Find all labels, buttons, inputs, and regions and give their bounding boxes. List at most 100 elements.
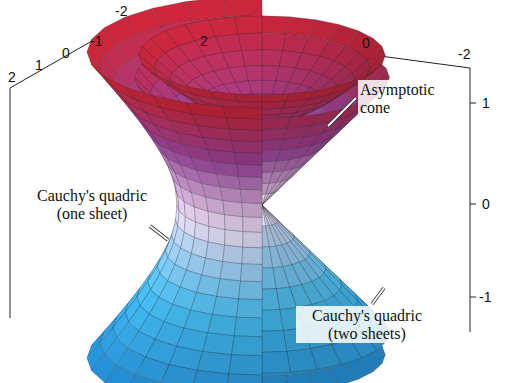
mesh-patch <box>125 375 161 383</box>
mesh-patch <box>192 370 229 383</box>
mesh-patch <box>212 296 238 317</box>
mesh-patch <box>241 264 262 282</box>
mesh-patch <box>262 183 269 194</box>
leader-line <box>372 288 384 304</box>
mesh-patch <box>208 314 237 335</box>
mesh-patch <box>223 200 243 216</box>
leader-line <box>150 226 168 240</box>
mesh-patch <box>225 215 244 232</box>
tick-label: -1 <box>479 290 491 304</box>
mesh-patch <box>209 91 238 102</box>
mesh-patch <box>232 141 262 154</box>
mesh-patch <box>151 72 178 89</box>
tick-label: 2 <box>200 34 208 48</box>
mesh-patch <box>223 0 262 17</box>
leader-line <box>372 288 384 304</box>
mesh-patch <box>234 152 262 165</box>
mesh-patch <box>262 117 290 129</box>
mesh-patch <box>229 129 262 142</box>
leader-line <box>328 98 356 126</box>
callout-label: Asymptotic cone <box>358 80 448 117</box>
leader-line <box>150 226 168 240</box>
mesh-patch <box>262 50 283 66</box>
mesh-patch <box>262 226 269 247</box>
mesh-patch <box>234 317 262 337</box>
mesh-patch <box>262 33 286 50</box>
mesh-patch <box>197 352 231 374</box>
tick-mark <box>470 103 476 104</box>
mesh-patch <box>153 96 192 114</box>
callout-label: Cauchy's quadric (two sheets) <box>296 306 438 343</box>
tick-label: -1 <box>90 34 102 48</box>
mesh-patch <box>237 164 262 177</box>
mesh-patch <box>243 217 262 233</box>
mesh-patch <box>262 161 276 172</box>
mesh-patch <box>223 245 243 264</box>
mesh-patch <box>262 194 269 205</box>
mesh-patch <box>237 299 262 318</box>
mesh-patch <box>242 247 262 264</box>
box-edge <box>470 68 471 332</box>
mesh-patch <box>262 101 286 109</box>
mesh-patch <box>262 128 287 140</box>
mesh-patch <box>235 94 262 102</box>
mesh-patch <box>262 205 266 226</box>
mesh-patch <box>367 55 385 75</box>
mesh-patch <box>243 232 262 248</box>
mesh-patch <box>235 16 262 34</box>
mesh-patch <box>203 333 234 355</box>
mesh-patch <box>262 247 273 268</box>
tick-mark <box>470 204 476 205</box>
mesh-patch <box>262 289 280 311</box>
mesh-patch <box>220 262 242 281</box>
mesh-patch <box>262 268 276 289</box>
mesh-patch <box>232 336 262 356</box>
mesh-patch <box>226 374 262 383</box>
mesh-patch <box>161 365 197 383</box>
leader-line <box>328 98 356 126</box>
mesh-patch <box>104 76 135 99</box>
mesh-patch <box>262 351 290 373</box>
mesh-patch <box>220 187 242 203</box>
tick-label: 1 <box>35 58 43 72</box>
callout-label: Cauchy's quadric (one sheet) <box>26 186 158 223</box>
mesh-patch <box>217 279 241 299</box>
tick-mark <box>470 297 476 298</box>
mesh-patch <box>309 369 339 383</box>
mesh-patch <box>262 108 283 115</box>
tick-label: 2 <box>8 70 16 84</box>
mesh-patch <box>239 176 262 190</box>
mesh-patch <box>262 16 289 34</box>
mesh-patch <box>262 193 272 205</box>
tick-label: -2 <box>458 47 470 61</box>
tick-label: 0 <box>482 197 490 211</box>
mesh-patch <box>104 365 135 383</box>
mesh-patch <box>286 373 315 383</box>
mesh-patch <box>262 330 287 352</box>
leader-lines <box>150 98 384 304</box>
mesh-patch <box>287 114 317 128</box>
mesh-patch <box>262 205 272 226</box>
mesh-patch <box>262 172 273 183</box>
tick-label: 0 <box>62 46 70 60</box>
mesh-patch <box>91 64 116 89</box>
mesh-patch <box>262 94 289 102</box>
tick-label: -2 <box>115 4 127 18</box>
mesh-patch <box>262 205 269 226</box>
mesh-patch <box>239 281 262 300</box>
mesh-patch <box>262 150 280 161</box>
mesh-patch <box>241 189 262 203</box>
box-edge <box>10 88 11 318</box>
mesh-patch <box>262 139 283 151</box>
mesh-patch <box>186 102 226 117</box>
mesh-patch <box>223 107 262 119</box>
axis-box <box>10 22 476 332</box>
tick-label: 0 <box>362 36 370 50</box>
tick-label: 1 <box>482 96 490 110</box>
mesh-patch <box>241 50 262 66</box>
mesh-patch <box>262 310 283 332</box>
mesh-patch <box>242 203 262 218</box>
mesh-patch <box>287 349 317 373</box>
mesh-patch <box>139 55 157 75</box>
